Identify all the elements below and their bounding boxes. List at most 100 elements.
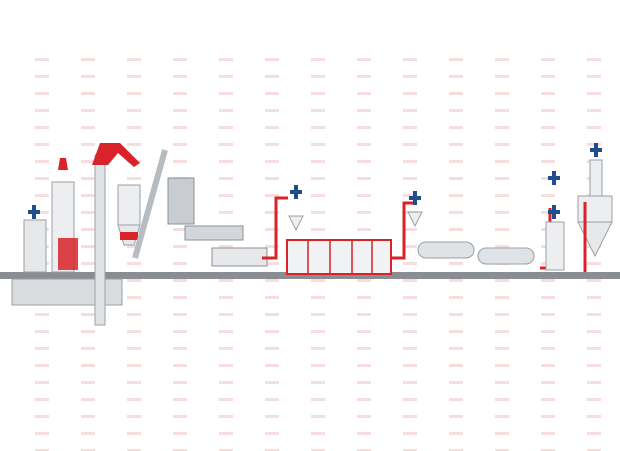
watermark-mark (495, 177, 509, 180)
watermark-mark (495, 228, 509, 231)
watermark-mark (173, 296, 187, 299)
red-top-cone (58, 158, 68, 170)
watermark-mark (173, 92, 187, 95)
floor-line (0, 272, 620, 279)
watermark-mark (495, 194, 509, 197)
watermark-mark (403, 245, 417, 248)
watermark-mark (35, 432, 49, 435)
watermark-mark (541, 160, 555, 163)
watermark-mark (311, 143, 325, 146)
watermark-mark (127, 92, 141, 95)
watermark-mark (35, 330, 49, 333)
watermark-mark (265, 245, 279, 248)
watermark-mark (541, 347, 555, 350)
watermark-mark (81, 228, 95, 231)
watermark-mark (127, 75, 141, 78)
watermark-mark (541, 126, 555, 129)
finished-silo-cone (577, 221, 613, 258)
watermark-mark (311, 109, 325, 112)
watermark-mark (403, 194, 417, 197)
conditioner (184, 225, 244, 241)
motor-fan-icon (590, 143, 602, 157)
watermark-mark (35, 415, 49, 418)
watermark-mark (403, 398, 417, 401)
watermark-mark (357, 279, 371, 282)
watermark-mark (35, 126, 49, 129)
watermark-mark (357, 126, 371, 129)
watermark-mark (219, 109, 233, 112)
watermark-mark (587, 296, 601, 299)
steel-bin (167, 177, 195, 225)
watermark-mark (403, 143, 417, 146)
watermark-mark (35, 160, 49, 163)
watermark-mark (587, 449, 601, 451)
watermark-mark (495, 381, 509, 384)
watermark-mark (495, 279, 509, 282)
watermark-mark (81, 160, 95, 163)
watermark-mark (265, 415, 279, 418)
watermark-mark (449, 92, 463, 95)
watermark-mark (127, 143, 141, 146)
watermark-mark (541, 75, 555, 78)
watermark-mark (311, 279, 325, 282)
watermark-mark (357, 296, 371, 299)
watermark-mark (495, 449, 509, 451)
watermark-mark (219, 313, 233, 316)
watermark-mark (81, 245, 95, 248)
watermark-mark (265, 449, 279, 451)
watermark-mark (127, 245, 141, 248)
watermark-mark (541, 415, 555, 418)
extruder (211, 247, 268, 267)
watermark-mark (541, 279, 555, 282)
watermark-mark (127, 109, 141, 112)
top-cyclone (589, 159, 603, 197)
watermark-mark (587, 279, 601, 282)
coating-drum-1 (417, 241, 475, 259)
watermark-mark (311, 92, 325, 95)
watermark-mark (357, 143, 371, 146)
watermark-mark (495, 160, 509, 163)
watermark-mark (265, 398, 279, 401)
watermark-mark (449, 126, 463, 129)
watermark-mark (541, 194, 555, 197)
watermark-mark (173, 432, 187, 435)
watermark-mark (127, 126, 141, 129)
watermark-mark (587, 347, 601, 350)
watermark-mark (311, 211, 325, 214)
watermark-mark (357, 313, 371, 316)
silo (117, 184, 141, 226)
red-pipe-1 (262, 196, 288, 260)
watermark-mark (403, 296, 417, 299)
watermark-mark (357, 364, 371, 367)
watermark-mark (173, 126, 187, 129)
watermark-mark (403, 381, 417, 384)
watermark-mark (449, 449, 463, 451)
watermark-mark (35, 75, 49, 78)
motor-fan-icon (548, 171, 560, 185)
watermark-mark (587, 330, 601, 333)
watermark-mark (449, 415, 463, 418)
watermark-mark (311, 58, 325, 61)
watermark-mark (587, 75, 601, 78)
watermark-mark (449, 347, 463, 350)
finished-silo (577, 195, 613, 223)
watermark-mark (265, 92, 279, 95)
watermark-mark (265, 381, 279, 384)
watermark-mark (219, 279, 233, 282)
watermark-mark (449, 364, 463, 367)
watermark-mark (449, 432, 463, 435)
watermark-mark (403, 364, 417, 367)
watermark-mark (541, 449, 555, 451)
watermark-mark (35, 449, 49, 451)
watermark-mark (127, 296, 141, 299)
motor-fan-icon (409, 191, 421, 205)
watermark-mark (541, 381, 555, 384)
watermark-mark (35, 109, 49, 112)
watermark-mark (311, 126, 325, 129)
watermark-mark (357, 75, 371, 78)
watermark-mark (265, 313, 279, 316)
watermark-mark (587, 381, 601, 384)
watermark-mark (403, 279, 417, 282)
watermark-mark (587, 364, 601, 367)
